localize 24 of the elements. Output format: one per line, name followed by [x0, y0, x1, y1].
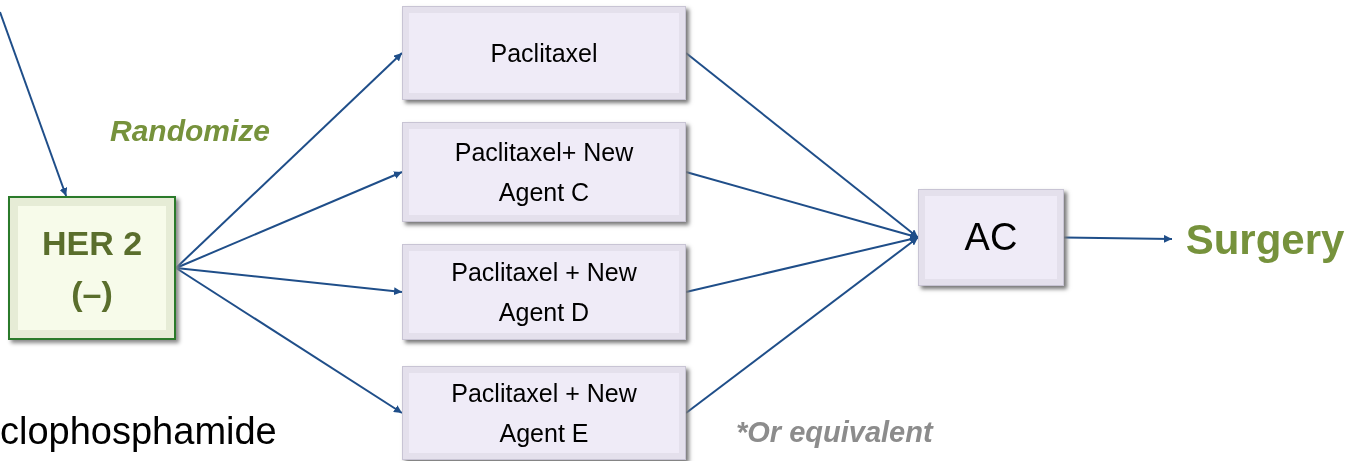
- arrow: [1063, 234, 1173, 243]
- node-label: Paclitaxel: [490, 38, 598, 69]
- arrow: [175, 267, 403, 296]
- note-text: clophosphamide: [0, 409, 277, 454]
- treatment-box: [402, 122, 686, 222]
- treatment-box: [402, 366, 686, 460]
- node-label: Paclitaxel + New Agent D: [450, 257, 638, 328]
- arrow: [175, 52, 403, 269]
- annotation-text: Randomize: [110, 113, 271, 149]
- group-box: [8, 196, 176, 340]
- arrow: [0, 11, 68, 197]
- treatment-box: [402, 244, 686, 340]
- node-label: Paclitaxel + New Agent E: [450, 378, 638, 449]
- arrow: [685, 236, 919, 414]
- node-label: AC: [964, 215, 1018, 260]
- treatment-box: [918, 189, 1064, 286]
- treatment-box: [402, 6, 686, 100]
- arrow: [175, 171, 403, 269]
- node-label: Paclitaxel+ New Agent C: [453, 137, 635, 208]
- footnote-text: *Or equivalent: [736, 415, 933, 450]
- node-label: Surgery: [1185, 214, 1345, 265]
- node-label: HER 2 (–): [40, 223, 144, 314]
- arrow: [175, 267, 403, 414]
- arrow: [685, 52, 919, 239]
